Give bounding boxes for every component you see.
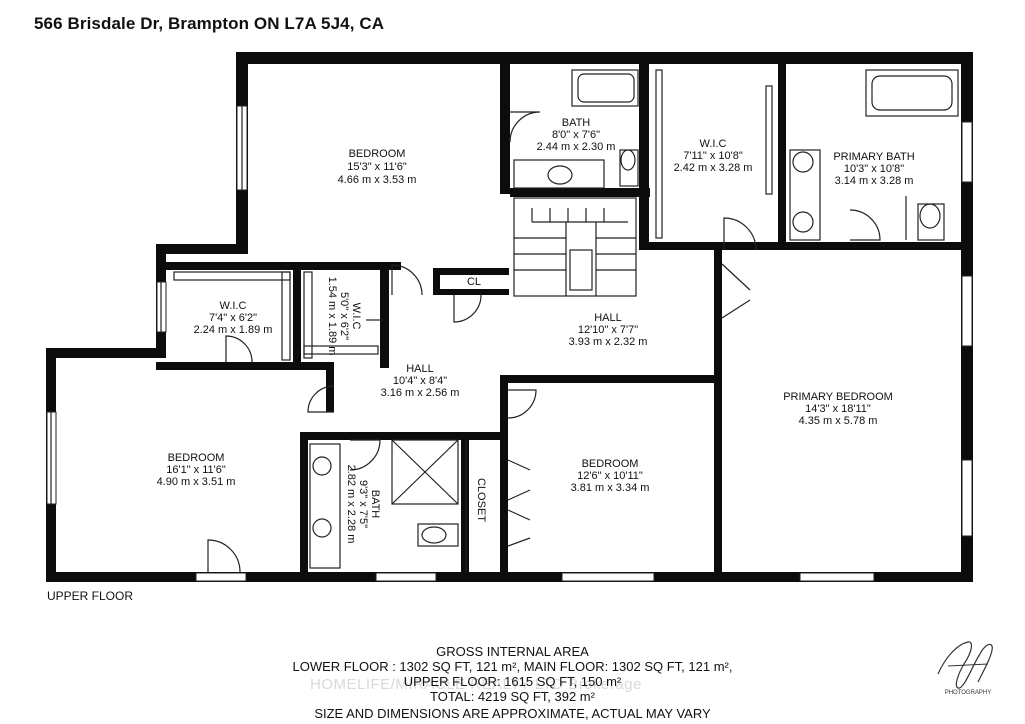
svg-text:W.I.C: W.I.C — [350, 303, 362, 330]
room-primary-bath: PRIMARY BATH 10'3" x 10'8" 3.14 m x 3.28… — [833, 151, 914, 187]
fixtures — [173, 69, 959, 572]
room-bedroom-mid: BEDROOM 12'6" x 10'11" 3.81 m x 3.34 m — [571, 458, 650, 494]
svg-text:10'3" x 10'8": 10'3" x 10'8" — [844, 163, 904, 175]
room-primary-bedroom: PRIMARY BEDROOM 14'3" x 18'11" 4.35 m x … — [783, 391, 893, 427]
svg-text:3.14 m x 3.28 m: 3.14 m x 3.28 m — [835, 175, 914, 187]
svg-text:HALL: HALL — [406, 363, 434, 375]
svg-text:1.54 m x 1.89 m: 1.54 m x 1.89 m — [326, 277, 338, 356]
svg-text:PRIMARY BEDROOM: PRIMARY BEDROOM — [783, 391, 893, 403]
room-wic-small: W.I.C 5'0" x 6'2" 1.54 m x 1.89 m — [326, 277, 362, 356]
svg-text:10'4" x 8'4": 10'4" x 8'4" — [393, 375, 447, 387]
svg-text:3.93 m x 2.32 m: 3.93 m x 2.32 m — [569, 336, 648, 348]
room-wic-left: W.I.C 7'4" x 6'2" 2.24 m x 1.89 m — [194, 300, 273, 336]
svg-text:14'3" x 18'11": 14'3" x 18'11" — [805, 403, 871, 415]
disclaimer: SIZE AND DIMENSIONS ARE APPROXIMATE, ACT… — [314, 706, 711, 721]
svg-text:4.35 m x 5.78 m: 4.35 m x 5.78 m — [799, 415, 878, 427]
svg-text:15'3" x 11'6": 15'3" x 11'6" — [347, 161, 407, 173]
svg-text:BEDROOM: BEDROOM — [349, 148, 406, 160]
gross-area-title: GROSS INTERNAL AREA — [436, 644, 589, 659]
signature-logo-icon: PHOTOGRAPHY — [937, 641, 993, 696]
svg-text:16'1" x 11'6": 16'1" x 11'6" — [166, 464, 226, 476]
watermark: HOMELIFE/MIRACLE REALTY LTD Brokerage — [310, 676, 642, 693]
svg-text:4.90 m x 3.51 m: 4.90 m x 3.51 m — [157, 476, 236, 488]
windows — [46, 105, 973, 582]
room-hall-lower: HALL 10'4" x 8'4" 3.16 m x 2.56 m — [381, 363, 460, 399]
room-bedroom-left: BEDROOM 16'1" x 11'6" 4.90 m x 3.51 m — [157, 452, 236, 488]
area-line-upper: UPPER FLOOR: 1615 SQ FT, 150 m² — [403, 674, 622, 689]
room-cl: CL — [467, 276, 481, 288]
svg-text:W.I.C: W.I.C — [700, 138, 727, 150]
svg-text:12'6" x 10'11": 12'6" x 10'11" — [577, 470, 643, 482]
room-bath-top: BATH 8'0" x 7'6" 2.44 m x 2.30 m — [537, 117, 616, 153]
svg-text:3.16 m x 2.56 m: 3.16 m x 2.56 m — [381, 387, 460, 399]
room-closet: CLOSET — [475, 478, 487, 522]
room-bedroom-top: BEDROOM 15'3" x 11'6" 4.66 m x 3.53 m — [338, 148, 417, 186]
staircase — [513, 197, 637, 297]
svg-text:3.81 m x 3.34 m: 3.81 m x 3.34 m — [571, 482, 650, 494]
svg-text:9'3" x 7'5": 9'3" x 7'5" — [357, 480, 369, 528]
svg-text:7'4" x 6'2": 7'4" x 6'2" — [209, 312, 257, 324]
svg-text:2.42 m x 3.28 m: 2.42 m x 3.28 m — [674, 162, 753, 174]
room-hall-upper: HALL 12'10" x 7'7" 3.93 m x 2.32 m — [569, 312, 648, 348]
svg-text:2.44 m x 2.30 m: 2.44 m x 2.30 m — [537, 141, 616, 153]
svg-text:W.I.C: W.I.C — [220, 300, 247, 312]
svg-text:4.66 m x 3.53 m: 4.66 m x 3.53 m — [338, 174, 417, 186]
room-labels: BEDROOM 15'3" x 11'6" 4.66 m x 3.53 m BA… — [157, 117, 915, 543]
property-address: 566 Brisdale Dr, Brampton ON L7A 5J4, CA — [34, 14, 385, 33]
svg-text:2.24 m x 1.89 m: 2.24 m x 1.89 m — [194, 324, 273, 336]
interior-walls — [156, 64, 973, 578]
area-line-total: TOTAL: 4219 SQ FT, 392 m² — [430, 689, 595, 704]
svg-text:7'11" x 10'8": 7'11" x 10'8" — [683, 150, 743, 162]
svg-text:5'0" x 6'2": 5'0" x 6'2" — [338, 292, 350, 340]
svg-text:BATH: BATH — [369, 490, 381, 519]
svg-text:BEDROOM: BEDROOM — [582, 458, 639, 470]
floor-label: UPPER FLOOR — [47, 589, 134, 603]
svg-text:8'0" x 7'6": 8'0" x 7'6" — [552, 129, 600, 141]
svg-text:BEDROOM: BEDROOM — [168, 452, 225, 464]
area-line-lower-main: LOWER FLOOR : 1302 SQ FT, 121 m², MAIN F… — [292, 659, 733, 674]
svg-text:PRIMARY BATH: PRIMARY BATH — [833, 151, 914, 163]
room-bath-bottom: BATH 9'3" x 7'5" 2.82 m x 2.28 m — [345, 465, 381, 544]
svg-text:HALL: HALL — [594, 312, 622, 324]
svg-text:PHOTOGRAPHY: PHOTOGRAPHY — [945, 690, 992, 696]
svg-text:12'10" x 7'7": 12'10" x 7'7" — [578, 324, 638, 336]
svg-text:2.82 m x 2.28 m: 2.82 m x 2.28 m — [345, 465, 357, 544]
svg-text:BATH: BATH — [562, 117, 591, 129]
room-wic-top: W.I.C 7'11" x 10'8" 2.42 m x 3.28 m — [674, 138, 753, 174]
doors — [207, 111, 881, 573]
photography-logo: PHOTOGRAPHY — [928, 636, 1008, 701]
